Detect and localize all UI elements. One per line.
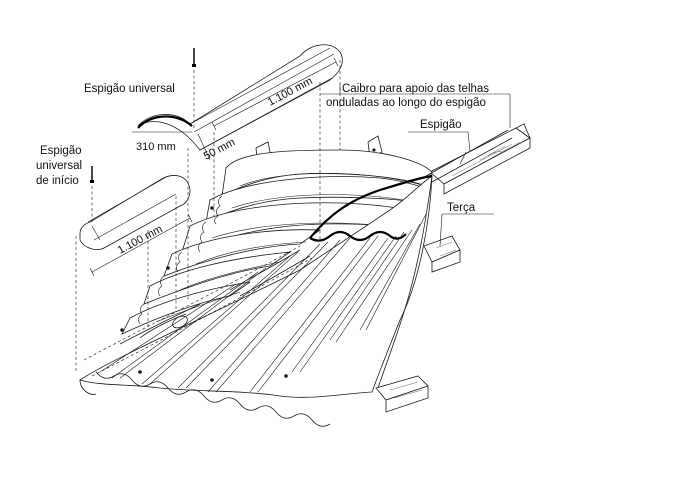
label-espigao-inicio-line1: Espigão (40, 145, 82, 157)
ridge-piece-along-rafter (425, 129, 513, 183)
ridge-capping-installed (83, 245, 313, 377)
dimension-width: 310 mm (136, 141, 176, 153)
screw-icon (90, 166, 94, 183)
label-espigao-inicio-line3: de início (36, 175, 79, 187)
fixing-points (120, 148, 376, 382)
leader-lines (320, 84, 511, 247)
dimension-lines (89, 57, 339, 277)
rafter-beam (429, 123, 531, 195)
roof-assembly (79, 123, 531, 427)
corrugated-sheets-right (79, 174, 433, 427)
purlin-beam-lower (375, 375, 429, 413)
label-terca: Terça (447, 202, 476, 214)
label-espigao-inicio-line2: universal (36, 160, 82, 172)
screw-icon (192, 48, 196, 67)
projection-lines (75, 60, 341, 372)
label-espigao-universal: Espigão universal (84, 83, 175, 95)
label-caibro-line2: onduladas ao longo do espigão (326, 97, 486, 109)
label-espigao: Espigão (420, 119, 462, 131)
corrugated-sheets-left (121, 149, 433, 335)
ridge-cap-universal-top (137, 44, 343, 151)
corrugation-lines (99, 213, 427, 393)
purlin-beam-upper (423, 235, 461, 273)
ridge-cap-universal-start (79, 166, 191, 250)
label-caibro-line1: Caibro para apoio das telhas (342, 83, 489, 95)
